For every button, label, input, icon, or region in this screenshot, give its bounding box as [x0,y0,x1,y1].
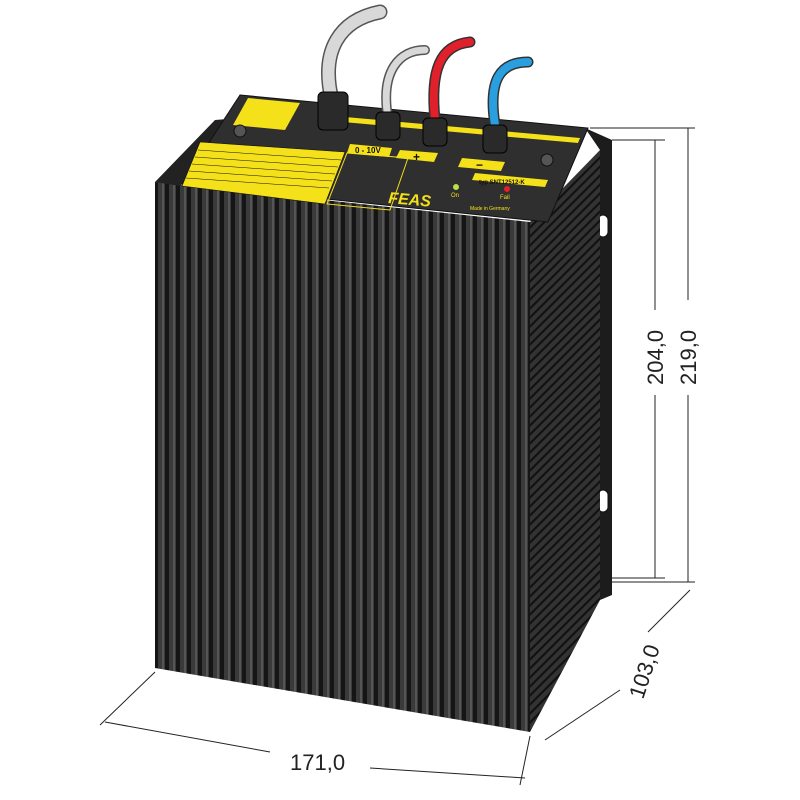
cable-red [428,36,476,126]
type-text: typ SNT12512-K [479,180,525,186]
brand-logo: FEAS [388,190,432,211]
height-outer-dimension: 219,0 [676,330,701,385]
mounting-bracket [585,128,612,600]
plus-text: + [413,150,420,164]
heatsink-front [155,182,530,732]
depth-dimension: 103,0 [624,641,665,701]
screw-icon [233,124,247,138]
led-on-icon [453,184,459,190]
cables [321,4,534,131]
led-on-text: On [451,193,459,199]
heatsink-side [530,150,600,732]
control-input-text: 0 - 10V [355,146,381,155]
top-strip-label [343,117,580,143]
made-in-text: Made in Germany [470,206,510,212]
minus-text: − [476,158,483,172]
control-input-label: 0 - 10V [347,144,392,157]
spec-label-lines [185,149,342,189]
plus-terminal-label: + [396,150,438,164]
led-fail-text: Fail [500,195,510,201]
height-inner-dimension: 204,0 [643,330,668,385]
logo-label [233,98,300,130]
minus-terminal-label: − [458,158,505,172]
type-label: typ SNT12512-K [472,173,548,187]
led-fail-icon [504,186,510,192]
width-dimension: 171,0 [290,750,345,775]
cable-glands [317,91,508,154]
screw-icon [540,153,554,167]
cable-grey-control [381,45,430,123]
dimension-lines [99,127,695,786]
